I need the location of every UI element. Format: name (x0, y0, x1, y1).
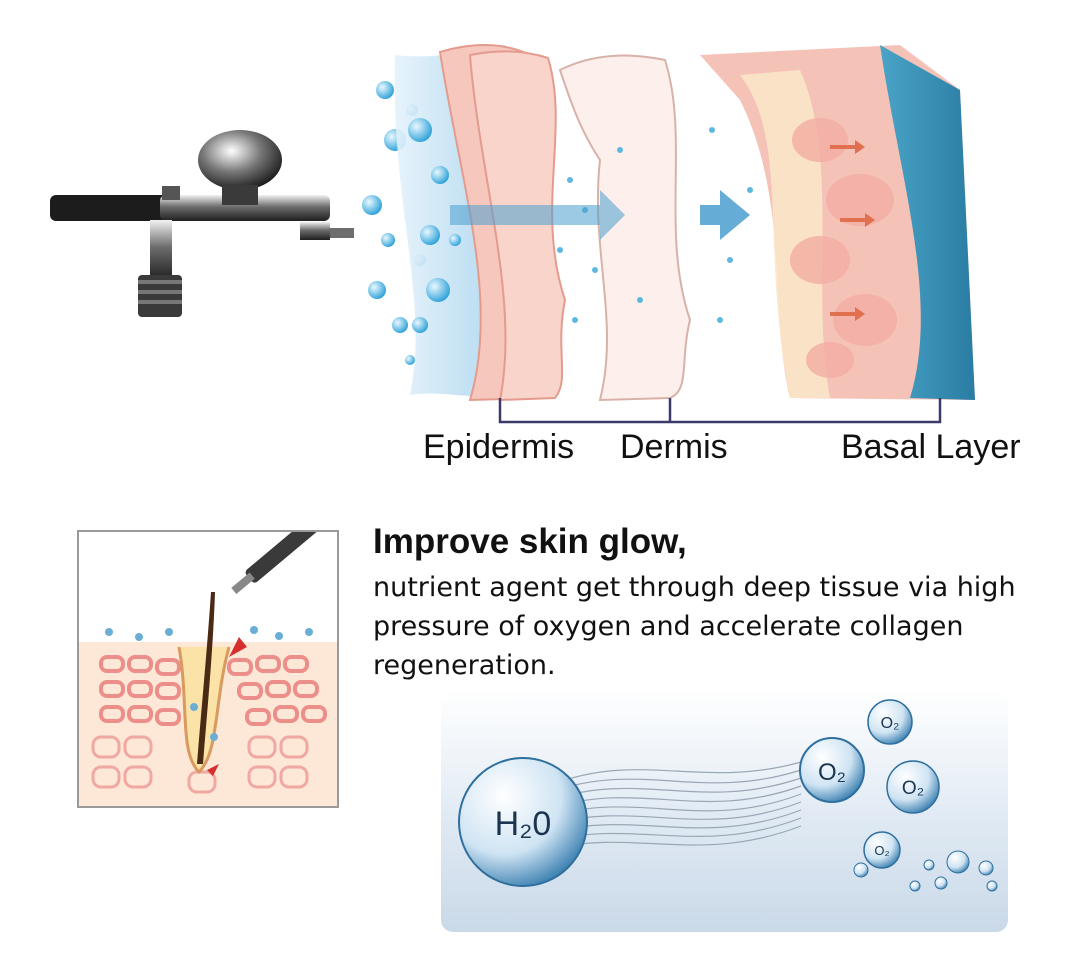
hair-follicle-inset (77, 530, 339, 808)
headline: Improve skin glow, (373, 522, 687, 561)
h2o-label: H₂0 (495, 805, 552, 843)
o2-label-top: O₂ (881, 715, 900, 732)
label-dermis: Dermis (620, 428, 728, 466)
airbrush-icon (50, 130, 354, 317)
o2-label-mid: O₂ (874, 843, 889, 858)
label-epidermis: Epidermis (423, 428, 575, 466)
o2-label-large: O₂ (818, 759, 846, 786)
label-basal-layer: Basal Layer (841, 428, 1021, 466)
h2o-molecule-icon (458, 757, 588, 887)
description: nutrient agent get through deep tissue v… (373, 572, 1016, 681)
hair-follicle-illustration (79, 532, 337, 806)
o2-label-right: O₂ (902, 778, 924, 799)
skin-layers-illustration (50, 43, 975, 424)
h2o-o2-molecule-panel: H₂0 O₂ O₂ O₂ O₂ (441, 690, 1008, 932)
